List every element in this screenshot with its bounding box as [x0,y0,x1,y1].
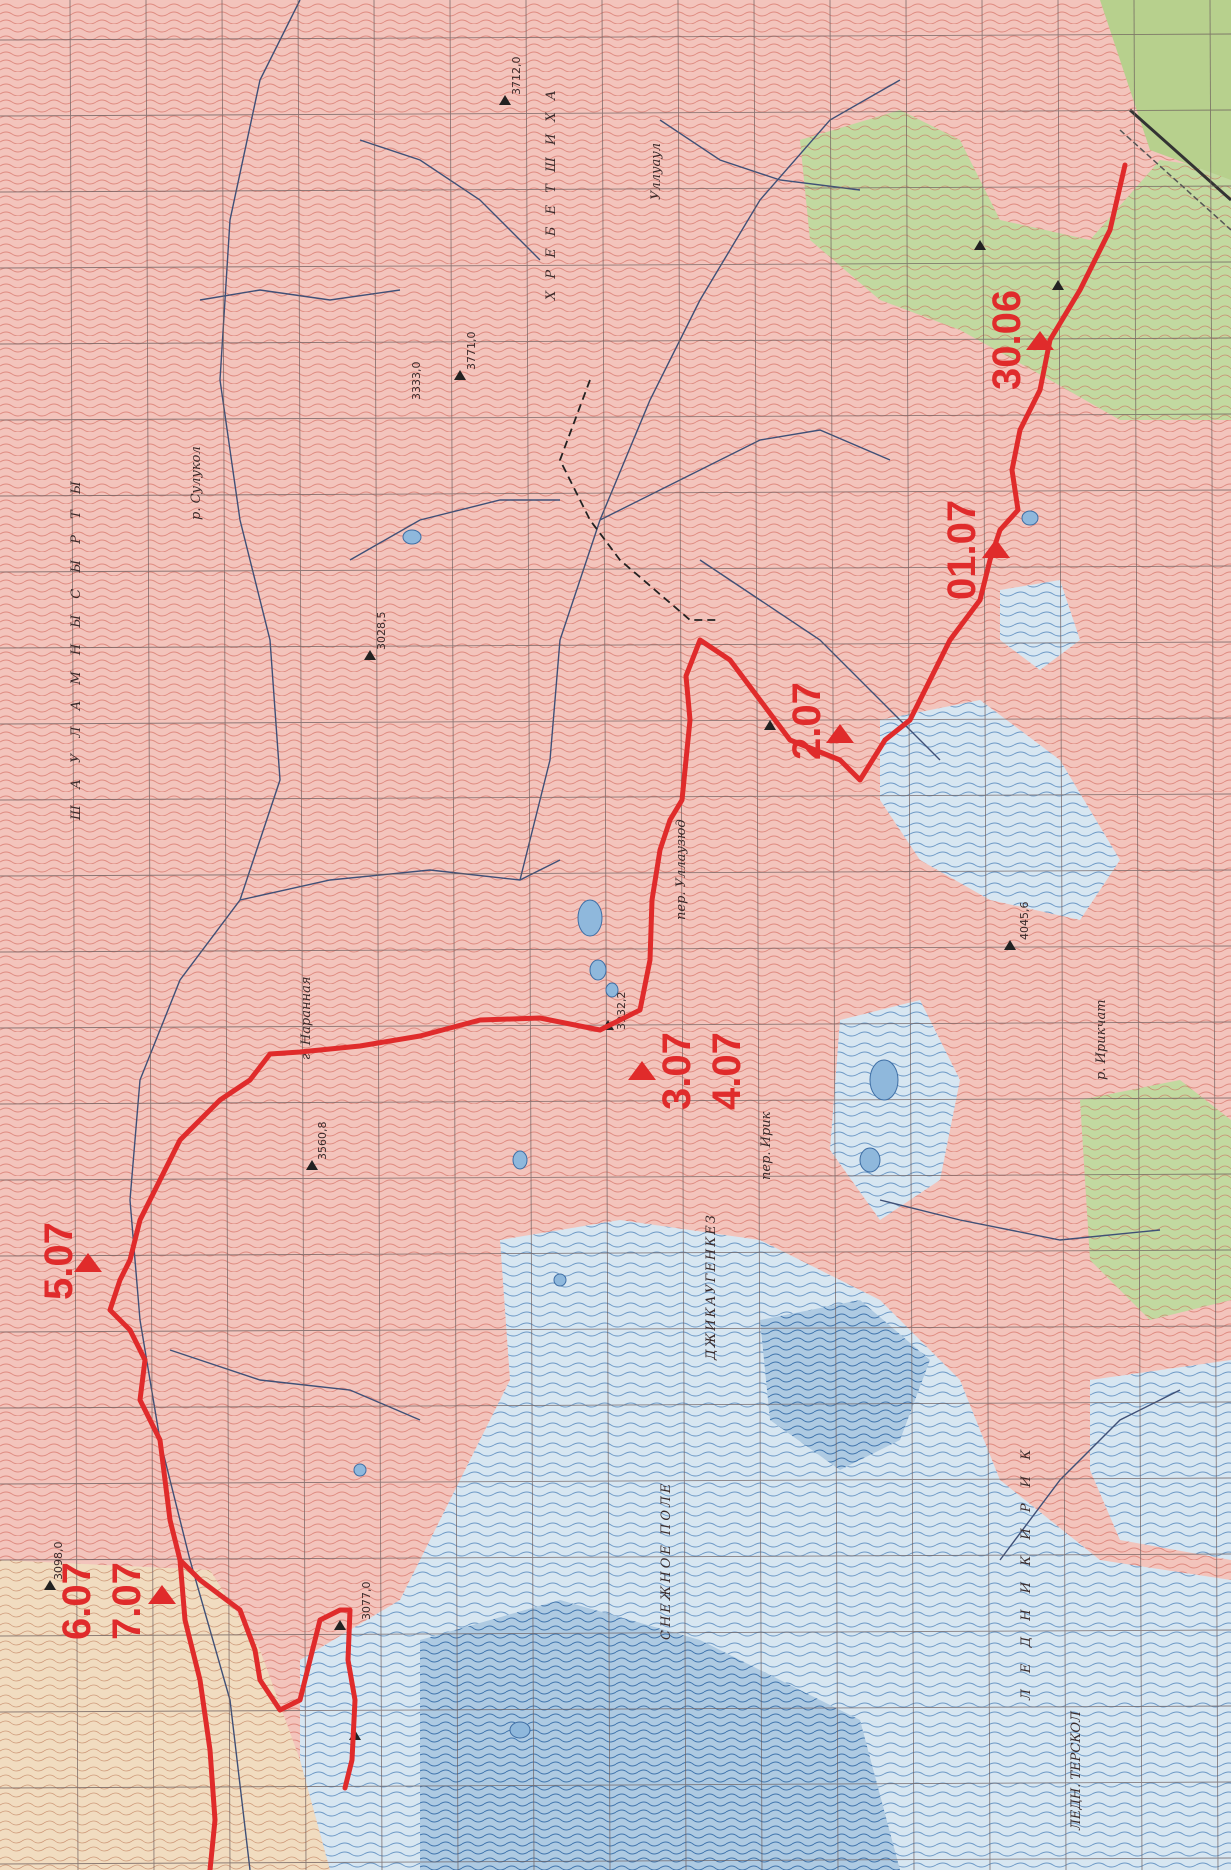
lednik-terskol-label: ЛЕДН. ТЕРСКОЛ [1069,1710,1084,1831]
camp-marker-icon [628,1061,656,1080]
grid-line-horizontal [0,1401,1231,1409]
grid-line-vertical [905,0,915,1870]
railway [1129,108,1231,202]
grid-line-horizontal [0,1553,1231,1561]
peak-3098-label: 3098,0 [52,1542,65,1581]
grid-line-vertical [1057,0,1067,1870]
ridge-label-top: Ш А У Л А М Н Ы С Ы Р Т Ы [69,475,84,821]
peak-3077-label: 3077,0 [360,1582,373,1621]
grid-line-horizontal [0,1097,1231,1105]
ridge-label-right: Х Р Е Б Е Т Ш И Х А [544,86,559,301]
glacier-southeast [1090,1360,1231,1560]
grid-line-horizontal [0,109,1231,117]
route-branch [177,1557,218,1870]
grid-line-horizontal [0,489,1231,497]
glacier-dzhikaugenkez-label: ДЖИКАУГЕНКЕЗ [704,1213,719,1361]
pass-ullauz-label: пер. Уллаузюд [674,819,689,920]
peak-3560-label: 3560,8 [316,1122,329,1161]
grid-line-horizontal [0,1629,1231,1637]
glacier-irik [760,1300,930,1470]
grid-line-vertical [525,0,535,1870]
grid-line-horizontal [0,1173,1231,1181]
pass-irik-label: пер. Ирик [759,1111,774,1180]
camp-date-label: 30.06 [985,290,1029,390]
grid-line-horizontal [0,945,1231,953]
naranaya-label: г. Наранная [299,977,314,1060]
grid-line-horizontal [0,641,1231,649]
road [1119,129,1231,231]
grid-line-horizontal [0,1857,1231,1865]
grid-line-vertical [1133,0,1143,1870]
grid-line-horizontal [0,261,1231,269]
camp-date-label: 6.07 [55,1562,99,1640]
grid-line-vertical [981,0,991,1870]
camp-marker-icon [826,724,854,743]
camp-marker-icon [1026,331,1054,350]
grid-line-vertical [1209,0,1219,1870]
river-sulyk-label: р. Сулукол [189,446,204,520]
grid-line-horizontal [0,1477,1231,1485]
route-line [107,162,1128,1791]
map-labels: Ш А У Л А М Н Ы С Ы Р Т Ы Х Р Е Б Е Т Ш … [52,57,1109,1832]
grid-line-vertical [69,0,79,1870]
snowfield-label: СНЕЖНОЕ ПОЛЕ [659,1481,674,1640]
grid-line-horizontal [0,869,1231,877]
valley-green [1100,0,1231,180]
grid-line-vertical [601,0,611,1870]
camp-date-label: 01.07 [940,500,984,600]
peak-3333-label: 3333,0 [410,362,423,401]
peak-3712-label: 3712,0 [510,57,523,96]
grid-line-vertical [753,0,763,1870]
camp-marker-icon [982,539,1010,558]
glacier-east [880,700,1120,920]
camp-date-label: 3.07 [655,1032,699,1110]
peak-4045-label: 4045,6 [1018,902,1031,941]
lakes [353,510,1039,1739]
rivers [129,0,1181,1870]
lowland-area [0,1560,330,1870]
grid-line-horizontal [0,337,1231,345]
camp-date-label: 7.07 [105,1562,149,1640]
camp-marker-icon [148,1585,176,1604]
grid-line-vertical [829,0,839,1870]
grid-line-horizontal [0,717,1231,725]
forest-east [1080,1080,1231,1320]
dashed-trail [559,379,720,621]
grid-line-horizontal [0,793,1231,801]
grid-line-horizontal [0,185,1231,193]
grid-line-vertical [145,0,155,1870]
grid-line-vertical [449,0,459,1870]
grid-line-vertical [677,0,687,1870]
peak-3771-label: 3771,0 [465,332,478,371]
grid-line-horizontal [0,1325,1231,1333]
grid-line-horizontal [0,33,1231,41]
grid-line-horizontal [0,1249,1231,1257]
glacier-small [1000,580,1080,670]
lednik-irik-label: Л Е Д Н И К И Р И К [1019,1444,1034,1701]
camp-date-label: 5.07 [37,1222,81,1300]
river-irik-label: р. Ирикчат [1094,999,1109,1080]
camp-marker-icon [74,1253,102,1272]
camp-date-label: 4.07 [705,1032,749,1110]
camp-date-label: 2.07 [785,682,829,760]
grid-line-vertical [221,0,231,1870]
grid-line-horizontal [0,565,1231,573]
glacier-deep [420,1600,900,1870]
peak-3028-label: 3028,5 [375,612,388,651]
ulluaul-label: Уллуаул [649,143,664,200]
grid-line-horizontal [0,1781,1231,1789]
